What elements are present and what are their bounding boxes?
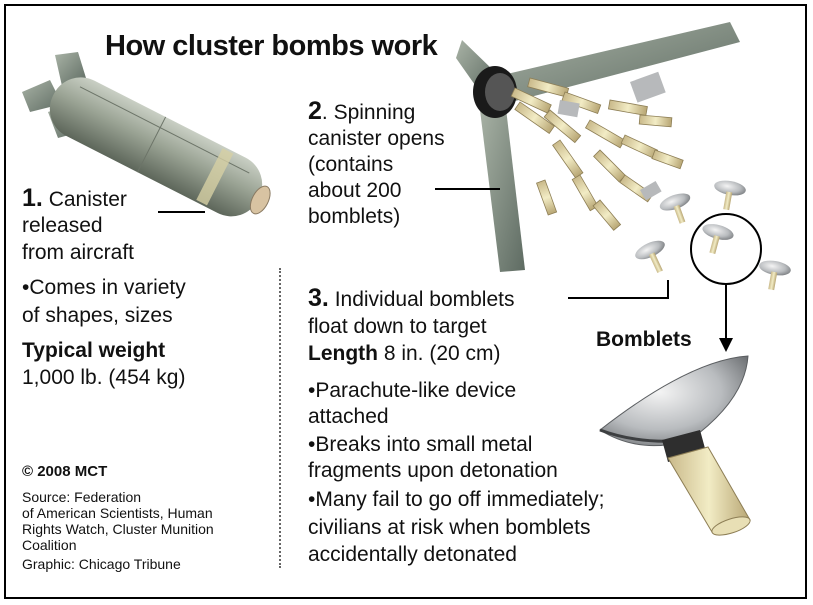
leader-lines <box>158 188 727 340</box>
step3-bullet3-line1: Many fail to go off immediately; <box>308 487 604 513</box>
weight-label: Typical weight <box>22 339 166 362</box>
step1-bullet-line2: of shapes, sizes <box>22 304 173 327</box>
step2-line4: about 200 <box>308 179 402 202</box>
source-line4: Coalition <box>22 537 77 553</box>
step3-bullet1-line2: attached <box>308 405 389 428</box>
step2-number: 2 <box>308 97 322 125</box>
step1-number: 1. <box>22 184 43 212</box>
length-line: Length 8 in. (20 cm) <box>308 341 501 367</box>
source-line3: Rights Watch, Cluster Munition <box>22 521 214 537</box>
column-divider <box>279 268 281 568</box>
step1-line2: released <box>22 214 103 237</box>
bomblet-illustration <box>599 355 751 536</box>
step1-bullet-line1: Comes in variety <box>22 275 185 301</box>
step3-bullet3-line2: civilians at risk when bomblets <box>308 516 591 539</box>
source-line2: of American Scientists, Human <box>22 505 213 521</box>
step3-bullet2-line2: fragments upon detonation <box>308 459 558 482</box>
canister-illustration <box>22 52 271 217</box>
step3-number: 3. <box>308 284 329 312</box>
step2-line2: canister opens <box>308 127 445 150</box>
step2-line1: 2. Spinning <box>308 97 416 125</box>
graphic-frame <box>4 4 807 599</box>
falling-bomblets <box>635 180 791 291</box>
page-title: How cluster bombs work <box>105 30 438 62</box>
step3-bullet3-line3: accidentally detonated <box>308 543 517 566</box>
source-line1: Source: Federation <box>22 489 142 505</box>
length-label: Length <box>308 342 378 365</box>
step1-line3: from aircraft <box>22 241 135 264</box>
step2-line3: (contains <box>308 153 394 176</box>
arrow-down-icon <box>719 338 733 352</box>
step3-line1: 3. Individual bomblets <box>308 284 515 312</box>
weight-value: 1,000 lb. (454 kg) <box>22 366 186 389</box>
length-value: 8 in. (20 cm) <box>383 342 501 365</box>
step1-line1: 1. Canister <box>22 184 127 212</box>
bomblets-label: Bomblets <box>596 328 692 351</box>
graphic-credit: Graphic: Chicago Tribune <box>22 556 181 572</box>
spinning-canister-illustration <box>456 22 791 291</box>
step3-bullet1-line1: Parachute-like device <box>308 378 516 404</box>
step3-line2: float down to target <box>308 315 487 338</box>
copyright: © 2008 MCT <box>22 463 108 480</box>
step2-line5: bomblets) <box>308 205 401 228</box>
magnify-circle <box>690 213 762 285</box>
step3-bullet2-line1: Breaks into small metal <box>308 432 532 458</box>
